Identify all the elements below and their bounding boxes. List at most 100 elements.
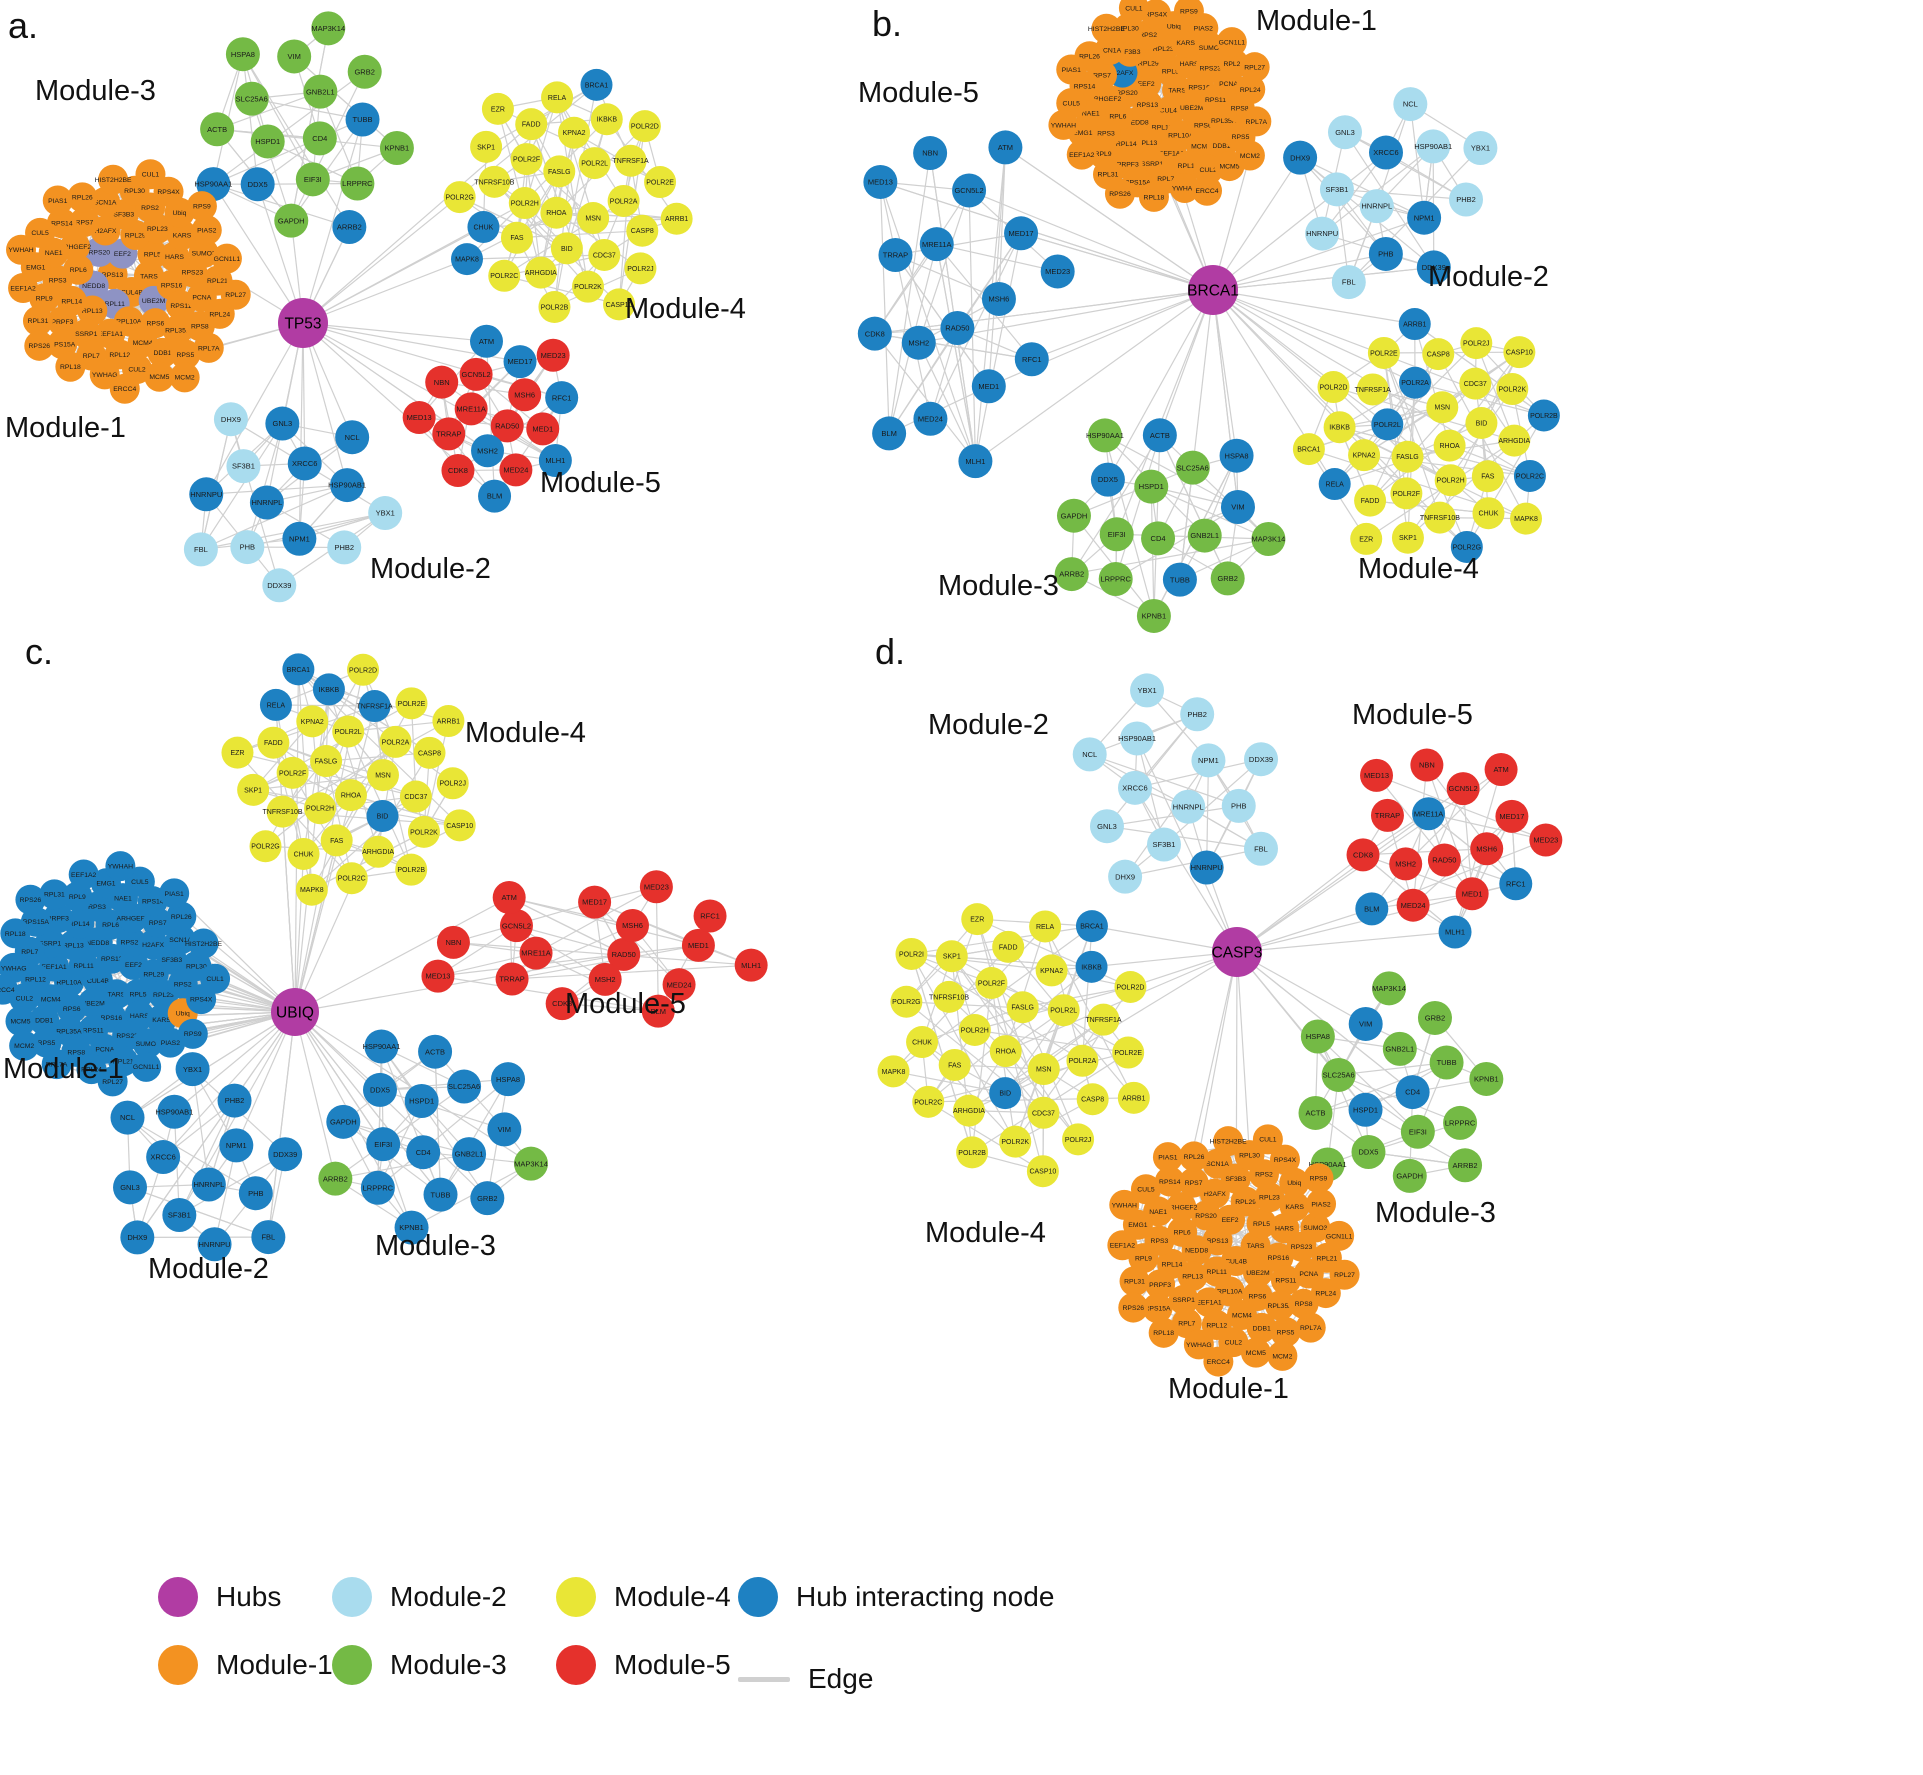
gene-label: RPL10A: [56, 980, 82, 987]
module-label: Module-1: [1168, 1373, 1289, 1405]
gene-label: ERCC4: [113, 386, 136, 393]
gene-label: EEF2: [114, 251, 131, 258]
gene-label: PHB: [240, 543, 255, 552]
gene-node: CDC37: [399, 780, 432, 813]
edge: [1363, 848, 1487, 856]
gene-label: GCN5L2: [1449, 784, 1478, 793]
gene-label: BRCA1: [585, 82, 608, 89]
gene-label: CUL2: [128, 366, 146, 373]
gene-node: POLR2E: [1112, 1036, 1145, 1069]
gene-label: FBL: [194, 545, 208, 554]
gene-label: HNRNPU: [190, 490, 222, 499]
gene-label: RHOA: [546, 210, 567, 217]
gene-label: SUMO3: [1199, 45, 1223, 52]
gene-node: MED1: [681, 928, 715, 962]
gene-label: POLR2G: [1453, 544, 1481, 551]
hub-label: UBIQ: [276, 1004, 314, 1021]
gene-label: RPS4X: [157, 189, 180, 196]
gene-label: XRCC6: [292, 459, 317, 468]
gene-node: KARS: [1279, 1191, 1310, 1222]
gene-node: XRCC6: [146, 1140, 181, 1175]
gene-label: RPL12: [109, 352, 130, 359]
edge: [281, 811, 296, 1013]
gene-label: POLR2L: [1050, 1008, 1077, 1015]
gene-node: ARHGDIA: [1498, 424, 1531, 457]
gene-label: MCM2: [1240, 153, 1260, 160]
gene-label: MCM4: [133, 340, 153, 347]
gene-node: RHOA: [540, 196, 573, 229]
gene-label: RPS16: [1268, 1255, 1290, 1262]
gene-label: MED23: [541, 351, 566, 360]
gene-label: SF3B1: [168, 1211, 191, 1220]
gene-node: DDX39: [1416, 250, 1451, 285]
gene-node: XRCC6: [1117, 770, 1152, 805]
gene-node: BID: [550, 232, 583, 265]
gene-node: YBX1: [175, 1052, 210, 1087]
gene-node: CASP8: [1422, 338, 1455, 371]
gene-node: FAS: [938, 1048, 971, 1081]
edge: [1212, 253, 1386, 291]
gene-label: MSH6: [622, 921, 643, 930]
edge: [1236, 931, 1456, 953]
edge: [1454, 816, 1513, 933]
gene-node: KPNA2: [558, 116, 591, 149]
gene-label: RPS6: [1249, 1293, 1267, 1300]
gene-label: RPL21: [207, 278, 228, 285]
gene-node: RPL18: [55, 351, 86, 382]
gene-node: RELA: [1029, 910, 1062, 943]
gene-label: Ubiq: [172, 210, 186, 217]
gene-node: RPL26: [166, 901, 197, 932]
gene-label: KARS: [152, 1017, 171, 1024]
edge: [594, 901, 680, 986]
gene-label: NPM1: [226, 1141, 247, 1150]
gene-label: POLR2B: [397, 867, 425, 874]
gene-node: YBX1: [1463, 131, 1498, 166]
gene-label: YWHAG: [92, 372, 118, 379]
gene-node: CDK8: [857, 316, 892, 351]
gene-label: MED17: [1009, 229, 1034, 238]
gene-node: SLC25A6: [234, 81, 269, 116]
gene-label: RPL18: [60, 364, 81, 371]
gene-node: MED13: [421, 959, 455, 993]
gene-label: NPM1: [1414, 213, 1435, 222]
gene-node: POLR2J: [1460, 327, 1493, 360]
gene-label: MCM5: [10, 1019, 30, 1026]
hub-node: CASP3: [1212, 927, 1262, 977]
gene-label: MCM4: [1232, 1312, 1252, 1319]
gene-label: BLM: [1364, 904, 1379, 913]
gene-node: ARRB2: [1054, 557, 1089, 592]
gene-label: SKP1: [943, 954, 961, 961]
gene-label: CUL4B: [87, 978, 109, 985]
gene-label: NCL: [120, 1113, 135, 1122]
gene-label: CDK8: [552, 999, 572, 1008]
gene-node: POLR2H: [508, 187, 541, 220]
gene-label: LRPPRC: [363, 1183, 394, 1192]
gene-label: PHB2: [225, 1096, 245, 1105]
gene-node: ARHGDIA: [952, 1094, 985, 1127]
edge: [874, 333, 976, 462]
edge: [294, 705, 376, 1013]
gene-node: MED1: [526, 412, 560, 446]
gene-label: EEF2: [125, 962, 142, 969]
gene-label: CD4: [1151, 534, 1166, 543]
gene-label: RPL11: [105, 301, 125, 308]
gene-label: RPL7A: [1246, 119, 1268, 126]
gene-node: POLR2K: [407, 815, 440, 848]
gene-node: MAPK8: [295, 873, 328, 906]
gene-node: ARHGDIA: [362, 835, 394, 868]
gene-node: RFC1: [1014, 342, 1049, 377]
gene-label: RPL35A: [1211, 118, 1237, 125]
gene-label: MSN: [1435, 405, 1451, 412]
edge: [302, 322, 487, 342]
edge: [1321, 152, 1387, 234]
gene-node: MSN: [1027, 1053, 1060, 1086]
gene-label: CD4: [312, 134, 327, 143]
gene-label: POLR2L: [1374, 422, 1401, 429]
legend-label: Module-2: [390, 1581, 507, 1612]
gene-label: MED24: [667, 980, 692, 989]
nodes-layer: CUL4BRPS13TARSRPL11EEF2UBE2MNEDD8RPL5RPL…: [857, 0, 1560, 633]
gene-node: TNFRSF1A: [357, 690, 393, 723]
gene-node: ERCC4: [1192, 175, 1223, 206]
gene-label: SF3B1: [232, 462, 255, 471]
